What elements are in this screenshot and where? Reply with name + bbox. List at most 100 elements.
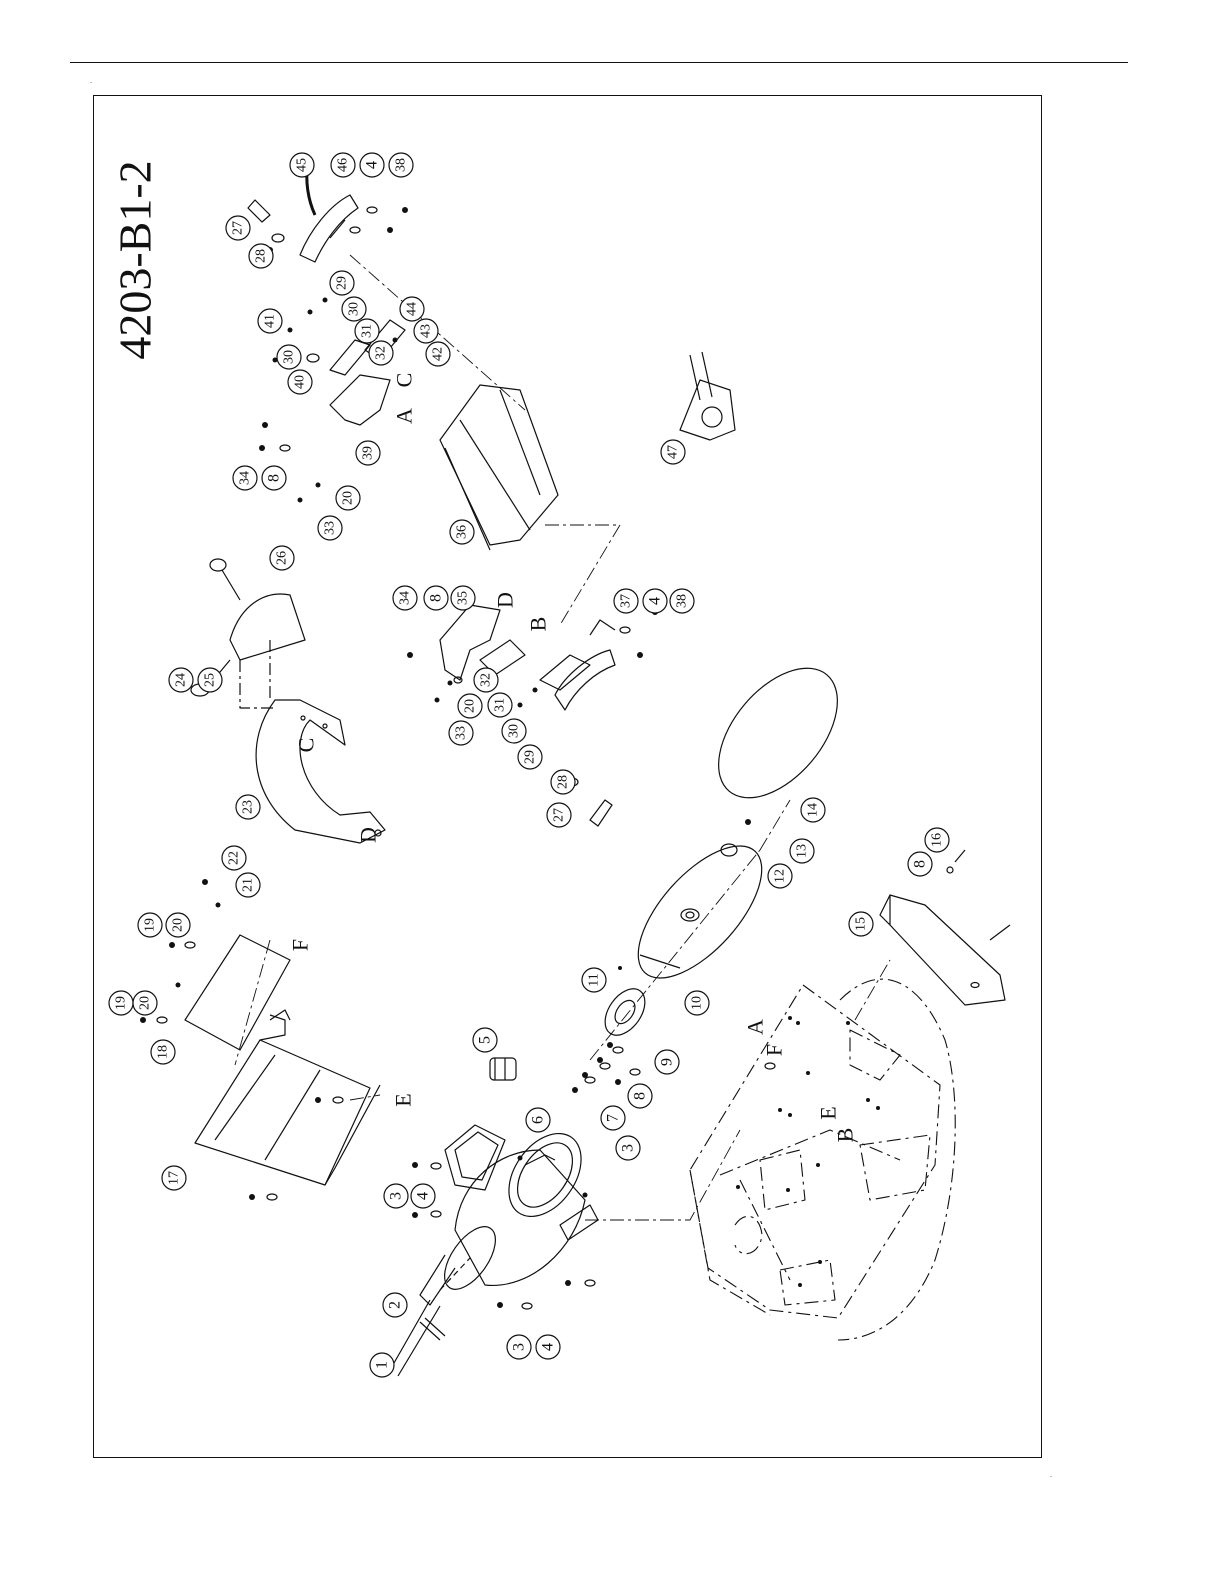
part-callout-number: 19 <box>114 996 129 1010</box>
part-callout-number: 39 <box>361 446 376 460</box>
part-callout-number: 31 <box>493 698 508 712</box>
part-callout-8: 8 <box>628 1084 652 1108</box>
reference-letter-B: B <box>833 1128 858 1143</box>
part-callout-41: 41 <box>258 309 282 333</box>
part-callout-9: 9 <box>655 1050 679 1074</box>
part-callout-number: 40 <box>293 375 308 389</box>
part-callout-number: 4 <box>540 1343 557 1351</box>
part-callout-number: 42 <box>431 347 446 361</box>
part-callout-18: 18 <box>151 1040 175 1064</box>
part-callout-21: 21 <box>236 873 260 897</box>
sanding-paper <box>695 646 860 819</box>
reference-letter-F: F <box>288 939 313 951</box>
part-callout-number: 34 <box>398 591 413 605</box>
part-callout-number: 9 <box>659 1058 676 1066</box>
part-callout-13: 13 <box>790 839 814 863</box>
part-callout-3: 3 <box>384 1184 408 1208</box>
part-callout-number: 38 <box>675 594 690 608</box>
assembly-lines <box>235 255 890 1220</box>
reference-letter-A: A <box>392 408 417 424</box>
part-callout-37: 37 <box>614 589 638 613</box>
part-callout-number: 14 <box>806 803 821 817</box>
part-callout-number: 7 <box>605 1114 622 1122</box>
part-callout-number: 8 <box>266 474 283 482</box>
part-callout-number: 31 <box>360 324 375 338</box>
part-callout-44: 44 <box>400 297 424 321</box>
part-callout-4: 4 <box>643 589 667 613</box>
part-callout-number: 26 <box>275 551 290 565</box>
reference-letter-C: C <box>294 738 319 753</box>
part-callout-5: 5 <box>473 1028 497 1052</box>
part-callout-31: 31 <box>488 693 512 717</box>
part-callout-number: 4 <box>415 1192 432 1200</box>
part-callout-22: 22 <box>222 846 246 870</box>
part-callout-25: 25 <box>198 668 222 692</box>
part-callout-30: 30 <box>277 345 301 369</box>
part-callout-number: 3 <box>388 1192 405 1200</box>
drawing-title-text: 4203-B1-2 <box>109 160 162 359</box>
part-callout-23: 23 <box>236 795 260 819</box>
part-callout-number: 6 <box>530 1116 547 1124</box>
sanding-disc-plate <box>617 826 783 999</box>
part-callout-33: 33 <box>449 721 473 745</box>
part-callout-28: 28 <box>551 770 575 794</box>
part-callout-number: 29 <box>523 750 538 764</box>
part-callout-30: 30 <box>502 719 526 743</box>
part-callout-38: 38 <box>389 153 413 177</box>
motor <box>390 1120 598 1376</box>
part-callout-number: 20 <box>341 491 356 505</box>
part-callout-7: 7 <box>601 1106 625 1130</box>
part-callout-number: 33 <box>323 521 338 535</box>
part-callout-10: 10 <box>685 991 709 1015</box>
part-callout-number: 23 <box>241 800 256 814</box>
part-callout-45: 45 <box>290 153 314 177</box>
part-callout-4: 4 <box>536 1335 560 1359</box>
part-callout-47: 47 <box>661 440 685 464</box>
part-callout-number: 46 <box>336 158 351 172</box>
part-callout-number: 16 <box>930 833 945 847</box>
part-callout-number: 34 <box>238 471 253 485</box>
part-callout-number: 17 <box>167 1171 182 1185</box>
part-callout-43: 43 <box>414 319 438 343</box>
part-callout-number: 8 <box>428 594 445 602</box>
part-callout-number: 30 <box>347 302 362 316</box>
part-callout-29: 29 <box>518 745 542 769</box>
reference-letter-C: C <box>392 373 417 388</box>
part-callout-34: 34 <box>393 586 417 610</box>
part-callout-19: 19 <box>138 913 162 937</box>
reference-letter-D: D <box>356 827 381 843</box>
dust-chute <box>880 895 1005 1005</box>
part-callout-3: 3 <box>616 1136 640 1160</box>
part-callout-46: 46 <box>331 153 355 177</box>
part-callout-27: 27 <box>226 216 250 240</box>
part-callout-number: 12 <box>773 869 788 883</box>
part-callout-32: 32 <box>474 668 498 692</box>
part-callout-26: 26 <box>270 546 294 570</box>
part-callout-number: 11 <box>587 973 602 986</box>
part-callout-42: 42 <box>426 342 450 366</box>
part-callout-number: 20 <box>463 699 478 713</box>
part-callout-number: 18 <box>156 1045 171 1059</box>
part-callout-20: 20 <box>166 913 190 937</box>
part-callout-11: 11 <box>582 968 606 992</box>
part-callout-number: 15 <box>854 917 869 931</box>
reference-letter-A: A <box>743 1019 768 1035</box>
trunnion-upper <box>300 195 358 262</box>
part-callout-8: 8 <box>262 466 286 490</box>
callout-layer: 1234343567891011121314151681718192019202… <box>109 153 949 1377</box>
edge-mark-left: . <box>90 76 92 85</box>
part-callout-number: 24 <box>174 673 189 687</box>
part-callout-4: 4 <box>360 153 384 177</box>
hub-flange <box>597 982 653 1043</box>
part-callout-3: 3 <box>507 1335 531 1359</box>
part-callout-16: 16 <box>925 828 949 852</box>
part-callout-29: 29 <box>330 271 354 295</box>
part-callout-8: 8 <box>908 852 932 876</box>
part-callout-14: 14 <box>801 798 825 822</box>
trunnion-lower <box>555 620 615 710</box>
part-callout-8: 8 <box>424 586 448 610</box>
part-callout-number: 33 <box>454 726 469 740</box>
part-callout-number: 3 <box>620 1144 637 1152</box>
part-callout-number: 8 <box>912 860 929 868</box>
